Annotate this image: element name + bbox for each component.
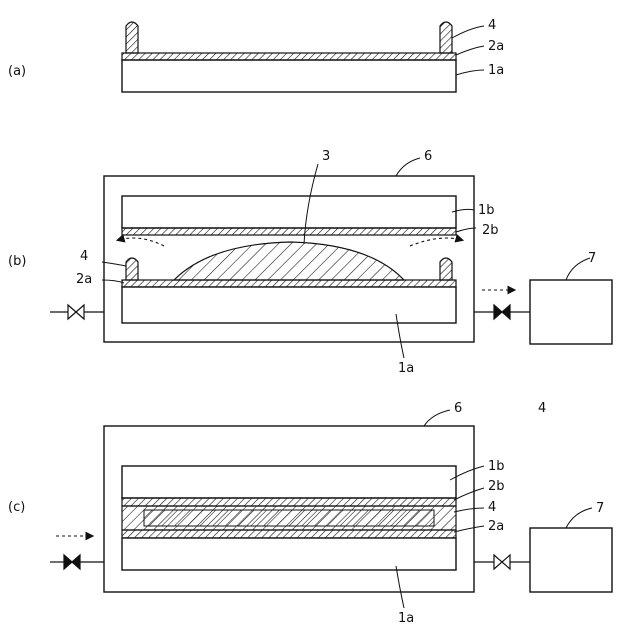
label-1b-c: 1b bbox=[488, 459, 505, 474]
label-2b-c: 2b bbox=[488, 479, 505, 494]
substrate-1b bbox=[122, 196, 456, 228]
leader-2a-b bbox=[102, 280, 124, 283]
leader-7-c bbox=[566, 508, 592, 528]
valve-open-right-c bbox=[494, 555, 510, 569]
leader-2a bbox=[456, 46, 484, 55]
label-1a-c: 1a bbox=[398, 611, 414, 626]
panel-c: (c) 6 4 1b 2b 4 bbox=[8, 401, 612, 626]
label-4-extra: 4 bbox=[538, 401, 546, 416]
substrate-1a-b bbox=[122, 287, 456, 323]
panel-c-label: (c) bbox=[8, 500, 25, 515]
leader-1a bbox=[456, 70, 484, 75]
label-4-b: 4 bbox=[80, 249, 88, 264]
label-6-c: 6 bbox=[454, 401, 462, 416]
label-2a-b: 2a bbox=[76, 272, 92, 287]
leader-2b-c bbox=[454, 488, 484, 500]
flow-arrow-left bbox=[118, 238, 164, 246]
label-4: 4 bbox=[488, 18, 496, 33]
leader-6-c bbox=[424, 410, 450, 426]
panel-b: (b) 3 bbox=[8, 149, 612, 376]
label-7-b: 7 bbox=[588, 251, 596, 266]
leader-6-b bbox=[396, 158, 420, 176]
substrate-1a bbox=[122, 60, 456, 92]
leader-4-c bbox=[454, 508, 484, 512]
pump-7-c bbox=[530, 528, 612, 592]
panel-b-label: (b) bbox=[8, 254, 26, 269]
leader-1a-c bbox=[396, 566, 404, 608]
leader-2a-c bbox=[454, 526, 484, 532]
label-4-c: 4 bbox=[488, 500, 496, 515]
leader-4 bbox=[452, 26, 484, 38]
flow-arrow-right bbox=[410, 238, 462, 246]
substrate-1a-c bbox=[122, 538, 456, 570]
valve-open-left-b bbox=[68, 305, 84, 319]
label-1a-b: 1a bbox=[398, 361, 414, 376]
leader-2b-b bbox=[456, 228, 476, 232]
spacer-left-b bbox=[126, 258, 138, 280]
spacer-right bbox=[440, 22, 452, 53]
film-2b-c bbox=[122, 498, 456, 506]
spacer-left bbox=[126, 22, 138, 53]
film-2a bbox=[122, 53, 456, 60]
label-1a: 1a bbox=[488, 63, 504, 78]
panel-a-label: (a) bbox=[8, 64, 26, 79]
label-3: 3 bbox=[322, 149, 330, 164]
label-6-b: 6 bbox=[424, 149, 432, 164]
substrate-1b-c bbox=[122, 466, 456, 498]
pump-7-b bbox=[530, 280, 612, 344]
resin-3 bbox=[174, 242, 404, 280]
label-2a: 2a bbox=[488, 39, 504, 54]
film-2a-b bbox=[122, 280, 456, 287]
label-2a-c: 2a bbox=[488, 519, 504, 534]
valve-filled-right-b bbox=[494, 305, 510, 319]
label-2b-b: 2b bbox=[482, 223, 499, 238]
film-2a-c bbox=[122, 530, 456, 538]
leader-7-b bbox=[566, 258, 590, 280]
panel-a: (a) 4 2a 1a bbox=[8, 18, 504, 92]
leader-4-b bbox=[102, 262, 126, 266]
spacer-right-b bbox=[440, 258, 452, 280]
label-1b-b: 1b bbox=[478, 203, 495, 218]
film-2b bbox=[122, 228, 456, 235]
valve-filled-left-c bbox=[64, 555, 80, 569]
label-7-c: 7 bbox=[596, 501, 604, 516]
resin-layer-c bbox=[144, 510, 434, 526]
